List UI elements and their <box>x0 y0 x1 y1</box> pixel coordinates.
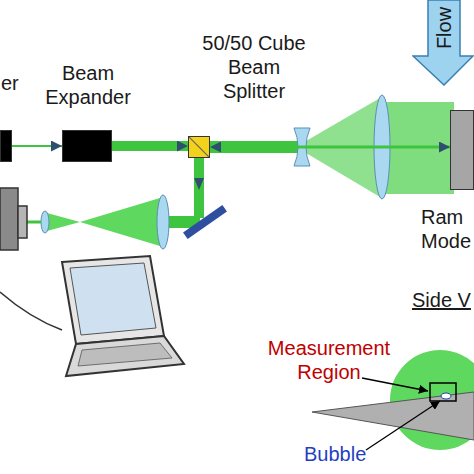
camera-lens <box>41 211 49 233</box>
reflected-beam <box>194 158 204 218</box>
beam-arrow <box>194 178 204 190</box>
part-label: 50/50 Cube Beam Splitter <box>199 31 309 103</box>
leader-line <box>366 401 440 450</box>
part-label: er <box>1 71 41 95</box>
part-label: Ram Mode <box>421 205 474 253</box>
flow-label: Flow <box>432 7 456 49</box>
leader-line <box>362 378 428 391</box>
laptop-screen <box>62 256 164 344</box>
bubble <box>441 393 451 399</box>
callout-label: Measurement Region <box>266 336 392 384</box>
measurement-box <box>430 383 456 401</box>
laser-beam <box>26 221 41 224</box>
part-label: Beam Expander <box>35 61 141 109</box>
flow-arrow: Flow <box>412 0 474 86</box>
mirror <box>183 205 227 239</box>
beam-expander: Beam Expander <box>62 130 112 162</box>
laser-beam <box>12 145 62 147</box>
laser-box: er <box>0 130 12 162</box>
view-label: Side V <box>412 288 474 312</box>
camera <box>0 188 18 250</box>
laser-beam <box>210 146 450 149</box>
splitter-diagonal <box>189 137 209 157</box>
beam-cone <box>47 213 80 231</box>
beam-cone <box>80 198 160 246</box>
laptop-keyboard <box>66 336 184 376</box>
ramp-model: Ram Mode <box>450 110 474 190</box>
beam-splitter: 50/50 Cube Beam Splitter <box>188 136 210 158</box>
camera-barrel <box>18 206 27 238</box>
laser-beam <box>112 141 188 151</box>
cable <box>0 292 62 330</box>
laptop-display <box>70 263 156 335</box>
convex-lens <box>157 195 169 249</box>
callout-label: Bubble <box>304 442 364 466</box>
laptop-keys <box>78 343 172 366</box>
